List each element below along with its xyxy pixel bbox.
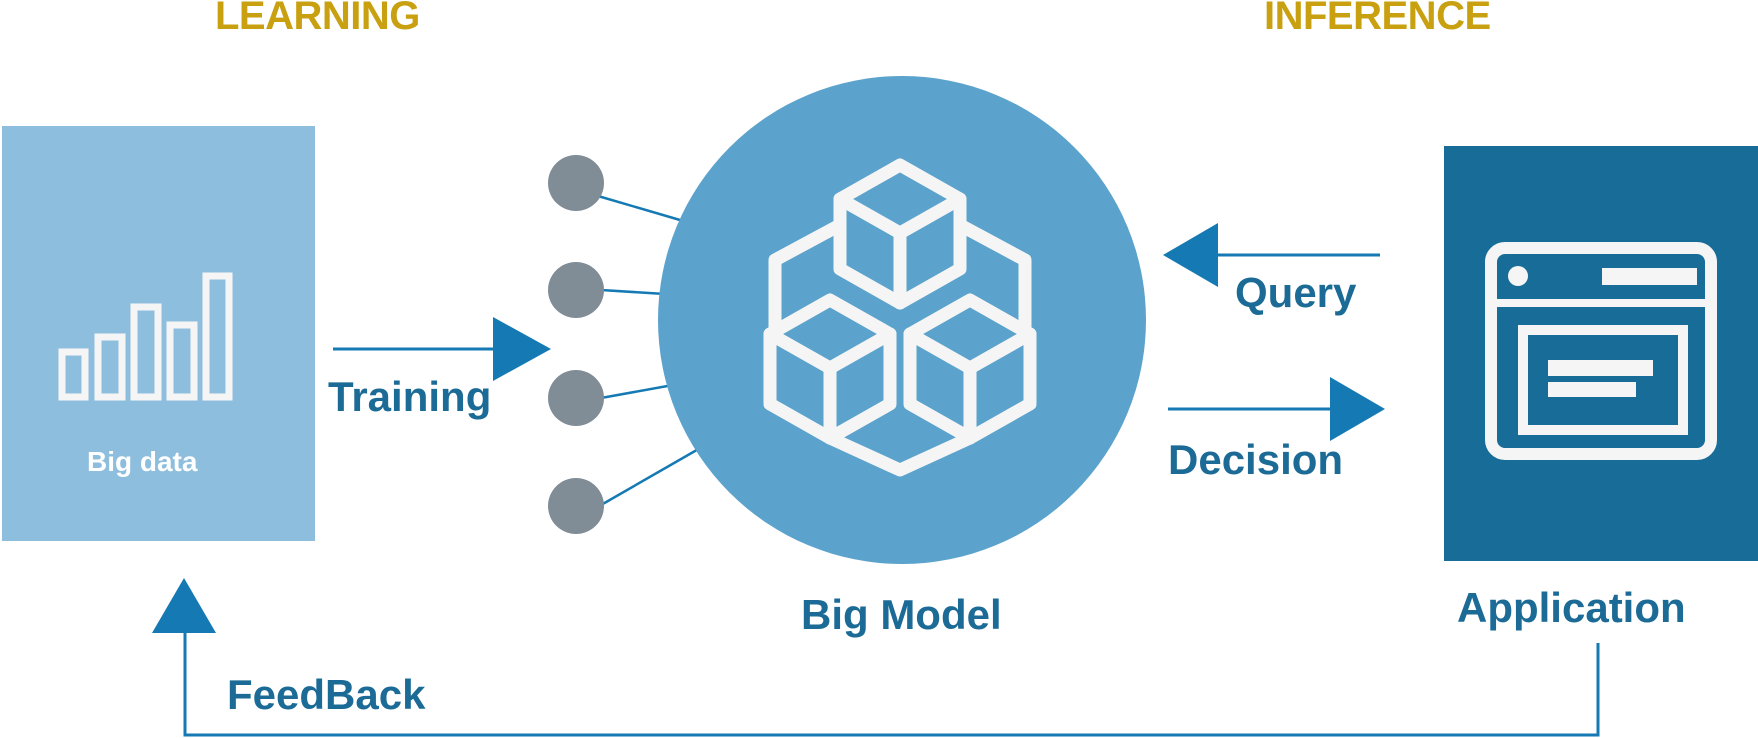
learning-heading: LEARNING [215, 0, 420, 38]
query-arrow [1163, 223, 1380, 287]
input-dot [548, 370, 604, 426]
feedback-label: FeedBack [227, 671, 426, 718]
decision-arrow [1168, 377, 1385, 441]
big-data-label: Big data [87, 446, 198, 477]
input-dot [548, 262, 604, 318]
training-label: Training [328, 373, 492, 420]
feedback-arrowhead [152, 578, 216, 633]
stacked-cubes-icon [763, 158, 1037, 477]
decision-label: Decision [1168, 436, 1344, 483]
browser-window-icon [1485, 242, 1717, 460]
inference-heading: INFERENCE [1264, 0, 1491, 38]
input-dot [548, 478, 604, 534]
feedback-arrow [183, 630, 1600, 737]
training-arrow [333, 317, 551, 381]
input-dot [548, 155, 604, 211]
input-node-dots [548, 155, 703, 534]
big-model-circle [658, 76, 1146, 564]
query-label: Query [1235, 269, 1357, 316]
application-label: Application [1457, 584, 1686, 631]
bar-chart-icon [58, 272, 233, 401]
big-model-label: Big Model [801, 591, 1002, 638]
